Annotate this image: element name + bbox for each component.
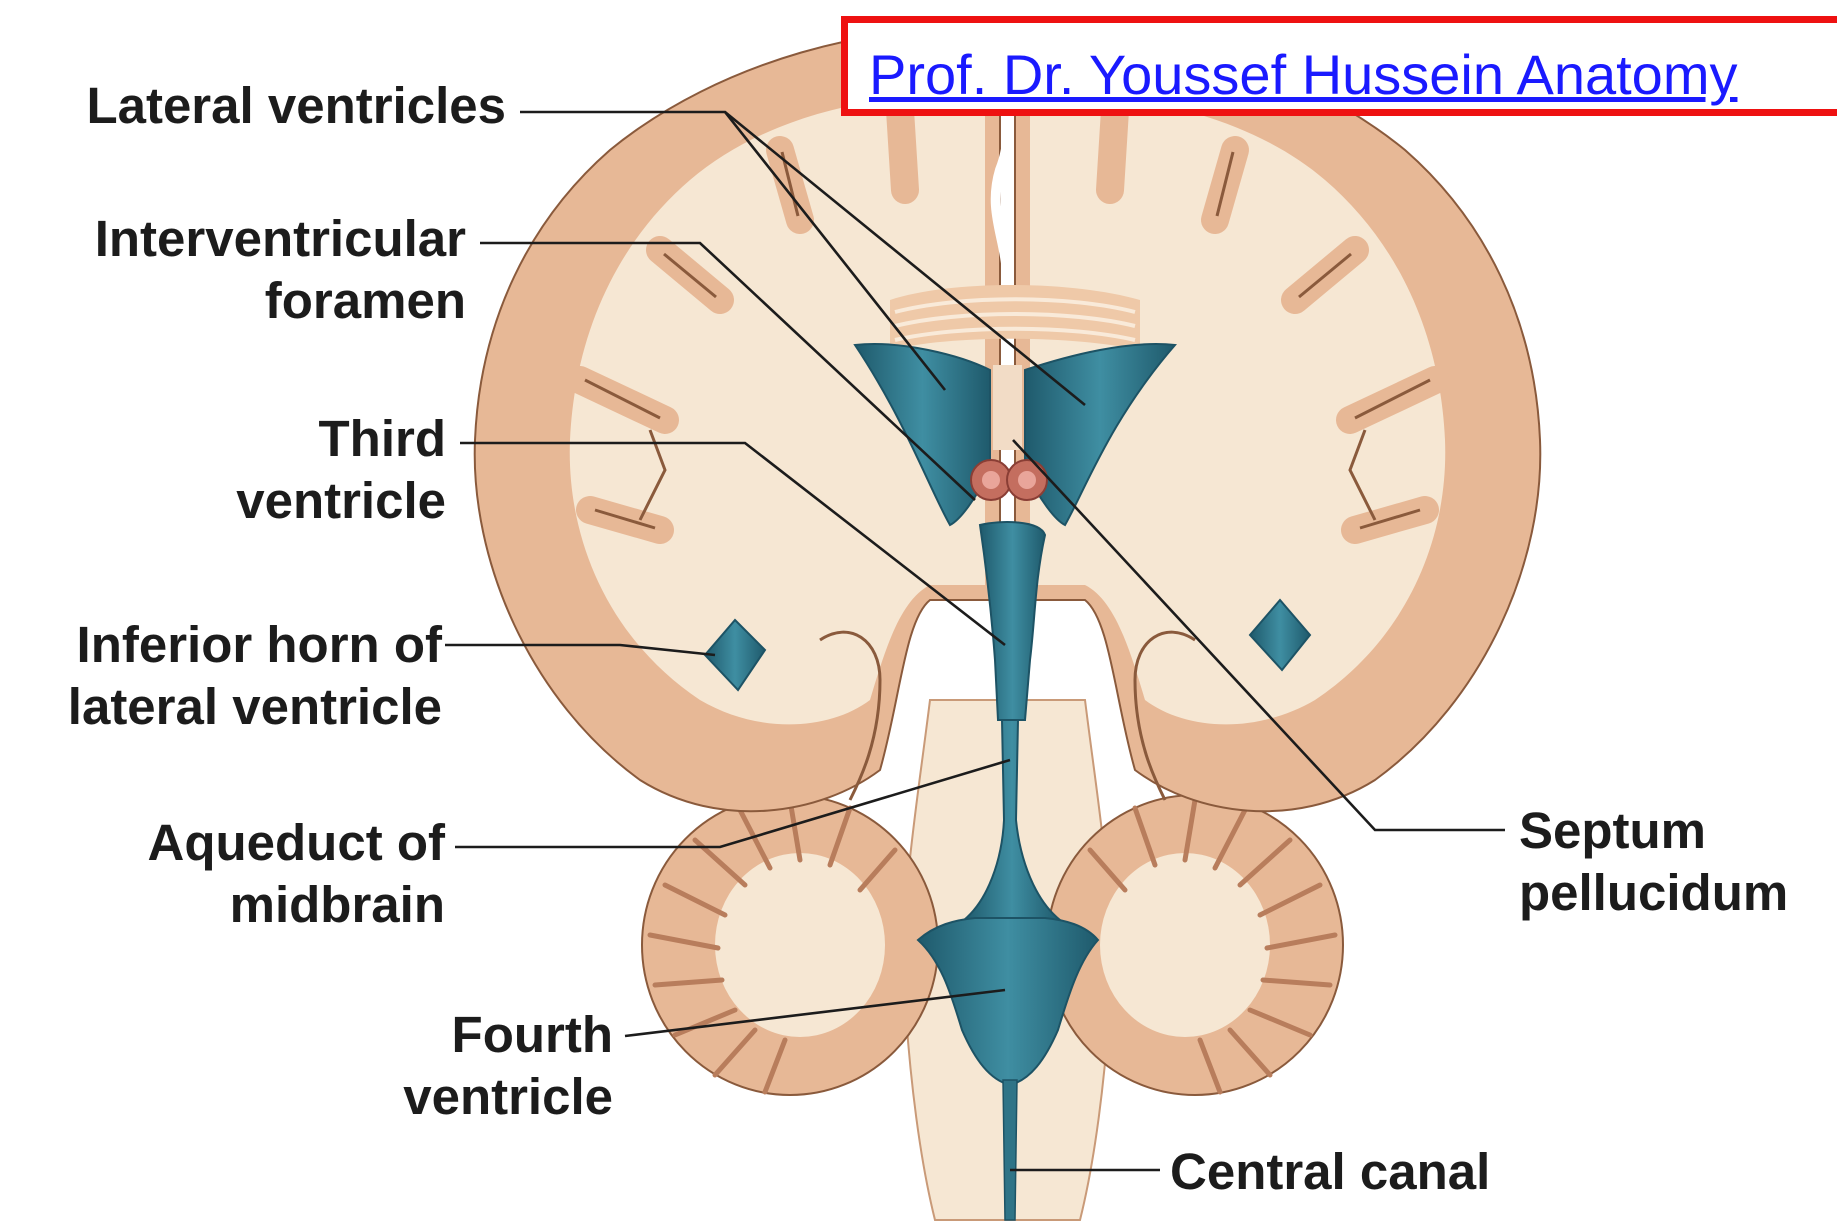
label-line: midbrain (80, 874, 445, 936)
watermark-link[interactable]: Prof. Dr. Youssef Hussein Anatomy (869, 45, 1737, 105)
watermark-box: Prof. Dr. Youssef Hussein Anatomy (841, 16, 1837, 116)
label-inferior-horn: Inferior horn of lateral ventricle (8, 614, 442, 738)
label-line: Aqueduct of (80, 812, 445, 874)
label-line: pellucidum (1519, 862, 1829, 924)
label-line: Lateral ventricles (29, 75, 506, 137)
label-line: Inferior horn of (8, 614, 442, 676)
label-line: ventricle (300, 1066, 613, 1128)
septum-pellucidum (993, 365, 1022, 450)
label-aqueduct-of-midbrain: Aqueduct of midbrain (80, 812, 445, 936)
left-cerebellum (642, 795, 938, 1095)
label-line: Septum (1519, 800, 1829, 862)
label-septum-pellucidum: Septum pellucidum (1519, 800, 1829, 924)
label-interventricular-foramen: Interventricular foramen (20, 208, 466, 332)
label-line: Fourth (300, 1004, 613, 1066)
central-canal (1003, 1080, 1017, 1220)
label-line: foramen (20, 270, 466, 332)
label-lateral-ventricles: Lateral ventricles (29, 75, 506, 137)
label-fourth-ventricle: Fourth ventricle (300, 1004, 613, 1128)
label-third-ventricle: Third ventricle (100, 408, 446, 532)
label-line: ventricle (100, 470, 446, 532)
third-ventricle (980, 522, 1045, 720)
label-line: lateral ventricle (8, 676, 442, 738)
label-line: Interventricular (20, 208, 466, 270)
label-line: Third (100, 408, 446, 470)
label-central-canal: Central canal (1170, 1141, 1770, 1203)
label-line: Central canal (1170, 1141, 1770, 1203)
